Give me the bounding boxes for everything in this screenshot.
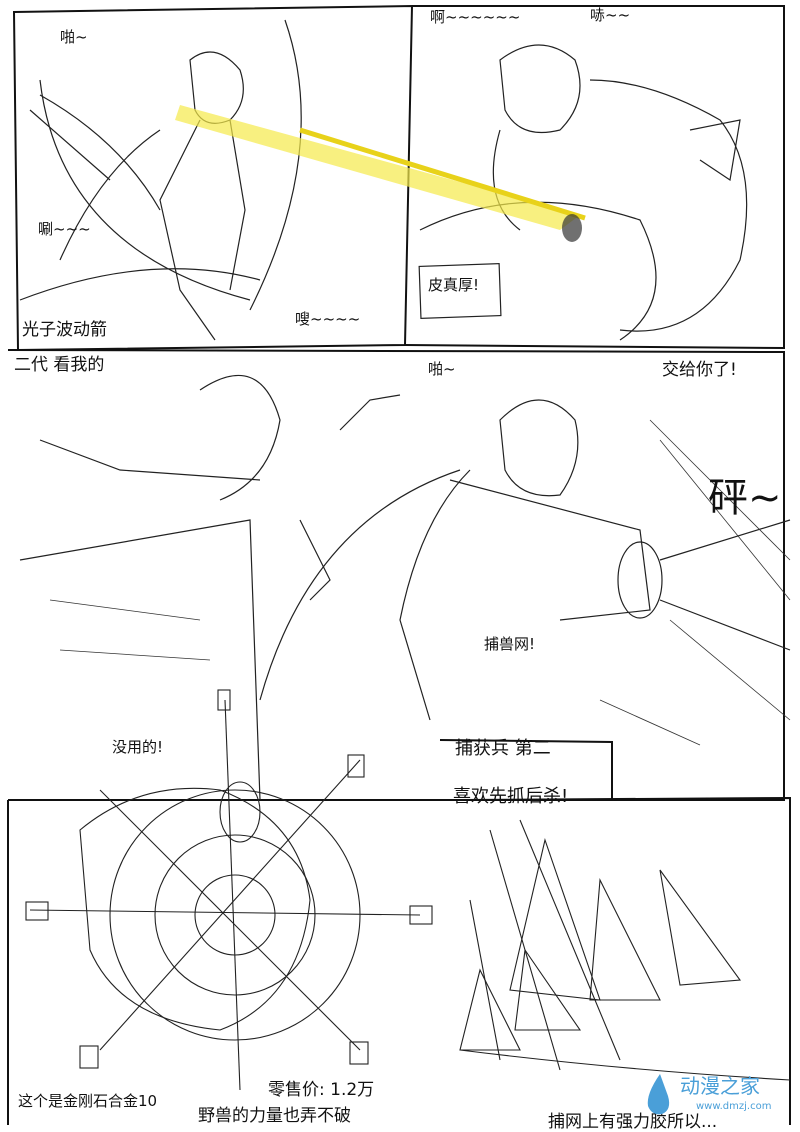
archer-sketch [19,19,302,341]
sfx-shua: 唰~~~ [38,220,91,238]
sfx-peng: 砰~ [708,475,782,521]
sfx-pa: 啪~ [60,28,88,46]
note-retail-price: 零售价: 1.2万 [268,1080,375,1100]
sfx-he: 哧~~ [590,6,631,24]
water-drop-icon [647,1074,670,1115]
soldier-sketch [19,374,791,801]
net-sketch [25,689,433,1091]
sfx-sou: 嗖~~~~ [295,310,361,328]
watermark-url: www.dmzj.com [696,1101,772,1112]
sfx-a: 啊~~~~~~ [430,8,521,26]
note-diamond-alloy: 这个是金刚石合金10 [18,1092,158,1110]
photon-arrow-beam [175,105,586,242]
caption-catch-then-kill: 喜欢先抓后杀! [453,786,569,807]
falling-nets-sketch [459,819,791,1081]
speech-thick-skin: 皮真厚! [428,276,480,294]
speed-lines [49,419,791,746]
caption-second-gen: 二代 看我的 [14,355,105,375]
watermark-title: 动漫之家 [680,1074,760,1098]
caption-strong-glue: 捕网上有强力胶所以... [548,1112,718,1132]
label-beast-net: 捕兽网! [484,635,536,653]
caption-photon-arrow: 光子波动箭 [22,320,107,340]
speech-useless: 没用的! [112,738,164,756]
site-watermark: 动漫之家 www.dmzj.com [638,1072,788,1118]
caption-capturer: 捕获兵 第二 [455,738,551,759]
creature-sketch [418,44,748,341]
speech-leave-it-to-you: 交给你了! [662,360,737,380]
note-unbreakable: 野兽的力量也弄不破 [198,1106,351,1126]
panel-borders [7,4,791,1125]
sfx-pa-2: 啪~ [428,360,456,378]
